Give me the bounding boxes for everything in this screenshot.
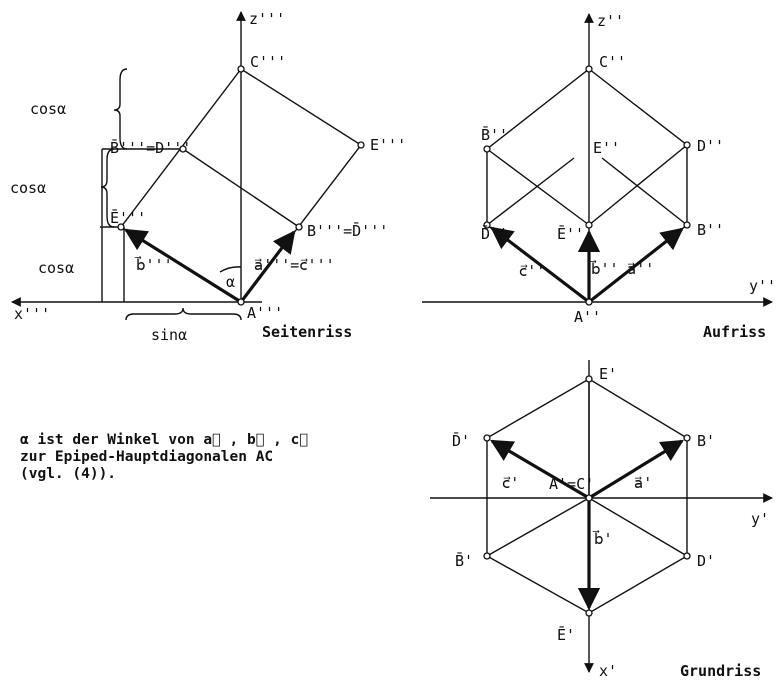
aufriss-view: z'' C'' B̄'' E'' D'' D̄'' Ē'' B'' c⃗'' b… bbox=[422, 12, 776, 341]
vector-a2 bbox=[588, 227, 684, 304]
label-cos1: cosα bbox=[30, 100, 66, 118]
label-B2: B'' bbox=[697, 221, 724, 239]
label-D2: D'' bbox=[697, 137, 724, 155]
label-E3: E''' bbox=[370, 136, 406, 154]
point-E1 bbox=[585, 375, 593, 383]
label-cos3: cosα bbox=[38, 259, 74, 277]
vector-c2 bbox=[490, 226, 590, 304]
label-z3: z''' bbox=[249, 10, 285, 28]
point-Ebar2 bbox=[585, 221, 593, 229]
seitenriss-view: z''' C''' E''' B̄'''=D''' B'''=D̄''' Ē''… bbox=[10, 10, 406, 344]
point-B3 bbox=[295, 223, 303, 231]
point-Bbar3 bbox=[179, 145, 187, 153]
note-line-2: zur Epiped-Hauptdiagonalen AC bbox=[20, 449, 273, 465]
label-A2: A'' bbox=[574, 308, 601, 326]
label-Ebar1: Ē' bbox=[557, 626, 575, 644]
label-Bbar2: B̄'' bbox=[481, 125, 508, 144]
label-vec-b2: b⃗'' bbox=[589, 259, 619, 278]
aufriss-inner-2 bbox=[588, 144, 688, 226]
brace-cos1 bbox=[113, 68, 128, 150]
aufriss-inner-4a bbox=[601, 157, 688, 226]
label-vec-a1: a⃗' bbox=[634, 474, 652, 492]
brace-cos2 bbox=[100, 148, 115, 228]
label-E2: E'' bbox=[593, 139, 620, 157]
point-Ebar3 bbox=[117, 223, 125, 231]
point-C2 bbox=[585, 65, 593, 73]
caption-seitenriss: Seitenriss bbox=[262, 323, 352, 341]
label-C2: C'' bbox=[599, 53, 626, 71]
alpha-arc bbox=[219, 266, 242, 273]
point-Dbar2 bbox=[483, 221, 491, 229]
grundriss-inner-2 bbox=[588, 497, 688, 557]
label-cos2: cosα bbox=[10, 179, 46, 197]
note-line-3: (vgl. (4)). bbox=[20, 466, 116, 482]
vector-b3 bbox=[124, 228, 242, 304]
label-D1: D' bbox=[697, 552, 715, 570]
note-line-1: α ist der Winkel von a⃗ , b⃗ , c⃗ bbox=[20, 432, 308, 448]
point-E3 bbox=[357, 141, 365, 149]
vector-a1 bbox=[588, 439, 684, 500]
label-y2: y'' bbox=[749, 277, 776, 295]
caption-aufriss: Aufriss bbox=[703, 323, 766, 341]
grundriss-view: E' D̄' B' A'=C' c⃗' a⃗' y' b⃗' B̄' D' Ē'… bbox=[430, 360, 773, 680]
label-A-C1: A'=C' bbox=[549, 475, 594, 493]
label-vec-c1: c⃗' bbox=[502, 474, 519, 492]
vector-c1 bbox=[490, 439, 590, 500]
label-vec-a2: a⃗'' bbox=[627, 260, 654, 278]
label-alpha: α bbox=[226, 273, 235, 291]
point-D2 bbox=[683, 141, 691, 149]
brace-sin bbox=[125, 307, 242, 321]
point-B1 bbox=[683, 434, 691, 442]
point-Bbar1 bbox=[483, 552, 491, 560]
label-y1: y' bbox=[751, 510, 769, 528]
label-sin: sinα bbox=[151, 326, 187, 344]
label-Bbar1: B̄' bbox=[455, 551, 473, 570]
grundriss-inner-1 bbox=[486, 497, 590, 557]
point-B2 bbox=[683, 221, 691, 229]
caption-grundriss: Grundriss bbox=[680, 662, 761, 680]
label-x1: x' bbox=[599, 662, 617, 680]
point-C3 bbox=[237, 65, 245, 73]
label-A3: A''' bbox=[247, 304, 283, 322]
label-Bbar-D3: B̄'''=D''' bbox=[110, 138, 191, 157]
label-x3: x''' bbox=[14, 305, 50, 323]
seitenriss-mid-edge bbox=[182, 148, 300, 228]
point-A3 bbox=[237, 298, 245, 306]
label-vec-c2: c⃗'' bbox=[519, 262, 545, 280]
aufriss-inner-1 bbox=[486, 148, 590, 226]
point-D1 bbox=[683, 552, 691, 560]
label-Ebar3: Ē''' bbox=[110, 209, 146, 227]
note-text: α ist der Winkel von a⃗ , b⃗ , c⃗ zur Ep… bbox=[20, 432, 308, 482]
label-C3: C''' bbox=[250, 53, 286, 71]
point-Bbar2 bbox=[483, 145, 491, 153]
point-Ebar1 bbox=[585, 609, 593, 617]
vector-a3-c3 bbox=[239, 230, 296, 303]
label-B-Dbar3: B'''=D̄''' bbox=[307, 221, 388, 240]
label-Ebar2: Ē'' bbox=[557, 225, 584, 243]
label-vec-b3: b⃗''' bbox=[134, 255, 173, 274]
label-B1: B' bbox=[697, 432, 715, 450]
aufriss-hexagon bbox=[486, 68, 688, 303]
point-Dbar1 bbox=[483, 434, 491, 442]
label-z2: z'' bbox=[597, 12, 624, 30]
label-vec-b1: b⃗' bbox=[592, 529, 613, 548]
label-vec-a3-c3: a⃗'''=c⃗''' bbox=[254, 256, 335, 274]
label-Dbar2: D̄'' bbox=[481, 224, 508, 243]
label-E1: E' bbox=[599, 365, 617, 383]
point-A2 bbox=[585, 298, 593, 306]
point-A-C1 bbox=[585, 494, 593, 502]
aufriss-inner-3a bbox=[486, 157, 575, 226]
label-Dbar1: D̄' bbox=[452, 431, 470, 450]
